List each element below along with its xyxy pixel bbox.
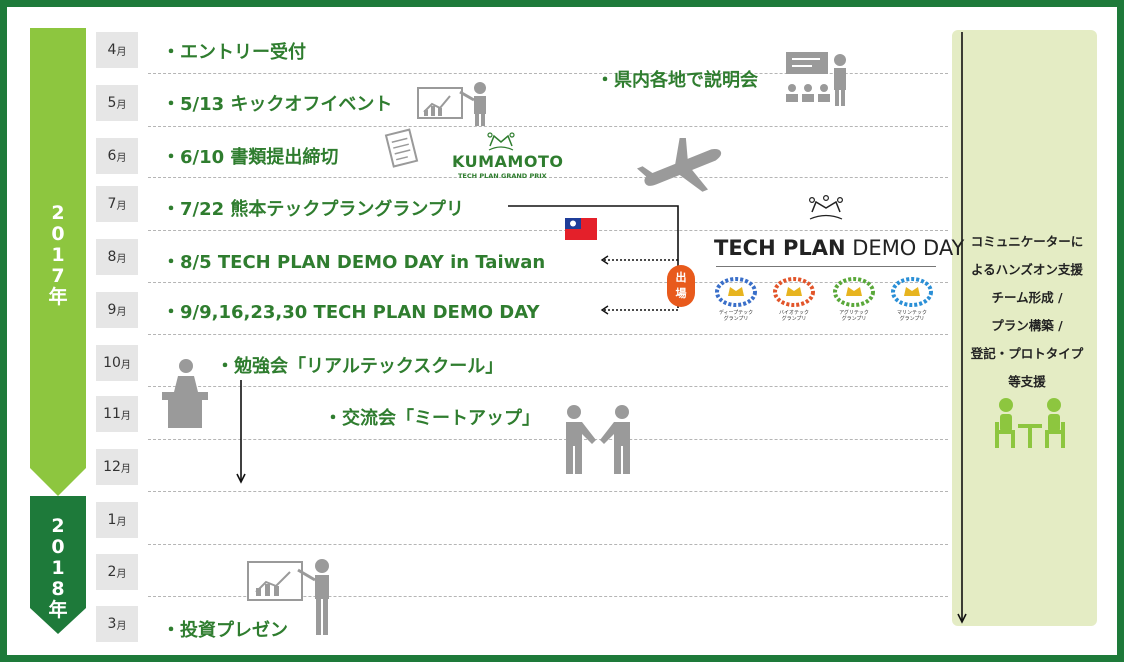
row-divider (148, 544, 948, 545)
laurel-badge-icon (715, 277, 757, 307)
event-demoday: ・9/9,16,23,30 TECH PLAN DEMO DAY (162, 302, 540, 323)
row-divider (148, 177, 948, 178)
row-divider (148, 334, 948, 335)
badge-label: バイオテックグランプリ (778, 310, 809, 322)
badge-label: アグリテックグランプリ (839, 310, 869, 322)
event-taiwan: ・8/5 TECH PLAN DEMO DAY in Taiwan (162, 252, 546, 273)
kumamoto-logo-title: KUMAMOTO (452, 152, 564, 171)
support-text: コミュニケーターに よるハンズオン支援 チーム形成 / プラン構築 / 登記・プ… (962, 228, 1092, 396)
crown-icon (487, 132, 515, 151)
airplane-icon (636, 138, 722, 192)
support-line: よるハンズオン支援 (971, 262, 1083, 277)
support-line: プラン構築 / (991, 318, 1063, 333)
badge-label: ディープテックグランプリ (718, 310, 754, 322)
taiwan-flag-icon (565, 218, 597, 240)
presentation-icon (417, 82, 486, 126)
support-arrow (957, 32, 967, 624)
demo-logo-divider (716, 266, 936, 267)
meeting-table-icon (995, 398, 1065, 448)
event-study: ・勉強会「リアルテックスクール」 (216, 356, 504, 377)
year-2017-arrow (30, 28, 86, 496)
support-line: コミュニケーターに (970, 234, 1084, 249)
year-2018-arrow (30, 496, 86, 634)
laurel-badge-icon (891, 277, 933, 307)
row-divider (148, 596, 948, 597)
event-grandprix: ・7/22 熊本テックプラングランプリ (162, 199, 464, 220)
study-duration-arrow (236, 380, 246, 484)
lecturer-icon (162, 359, 208, 428)
support-line: チーム形成 / (991, 290, 1063, 305)
event-meetup: ・交流会「ミートアップ」 (324, 408, 540, 429)
support-panel (952, 30, 1097, 626)
event-kickoff: ・5/13 キックオフイベント (162, 94, 393, 115)
row-divider (148, 491, 948, 492)
badge-label: マリンテックグランプリ (896, 310, 927, 322)
laurel-badge-icon (773, 277, 815, 307)
kumamoto-logo-subtitle: TECH PLAN GRAND PRIX (458, 172, 547, 180)
support-line: 等支援 (1008, 374, 1046, 389)
year-2018-arrow-shape (30, 496, 86, 634)
crown-icon (808, 194, 844, 220)
row-divider (148, 230, 948, 231)
document-icon (384, 128, 419, 168)
row-divider (148, 439, 948, 440)
event-pitch: ・投資プレゼン (162, 620, 288, 641)
event-deadline: ・6/10 書類提出締切 (162, 147, 339, 168)
support-line: 登記・プロトタイプ (970, 346, 1084, 361)
row-divider (148, 73, 948, 74)
demo-day-logo-title: TECH PLAN DEMO DAY (714, 236, 965, 260)
row-divider (148, 282, 948, 283)
handshake-icon (566, 405, 630, 474)
laurel-badges (715, 277, 933, 307)
presentation-icon (247, 559, 329, 635)
laurel-badge-icon (833, 277, 875, 307)
participation-stamp: 出場 (667, 265, 695, 307)
audience-icon (786, 52, 846, 106)
year-2017-arrow-shape (30, 28, 86, 496)
row-divider (148, 386, 948, 387)
event-briefing: ・県内各地で説明会 (596, 70, 758, 91)
event-entry: ・エントリー受付 (162, 42, 306, 63)
row-divider (148, 126, 948, 127)
